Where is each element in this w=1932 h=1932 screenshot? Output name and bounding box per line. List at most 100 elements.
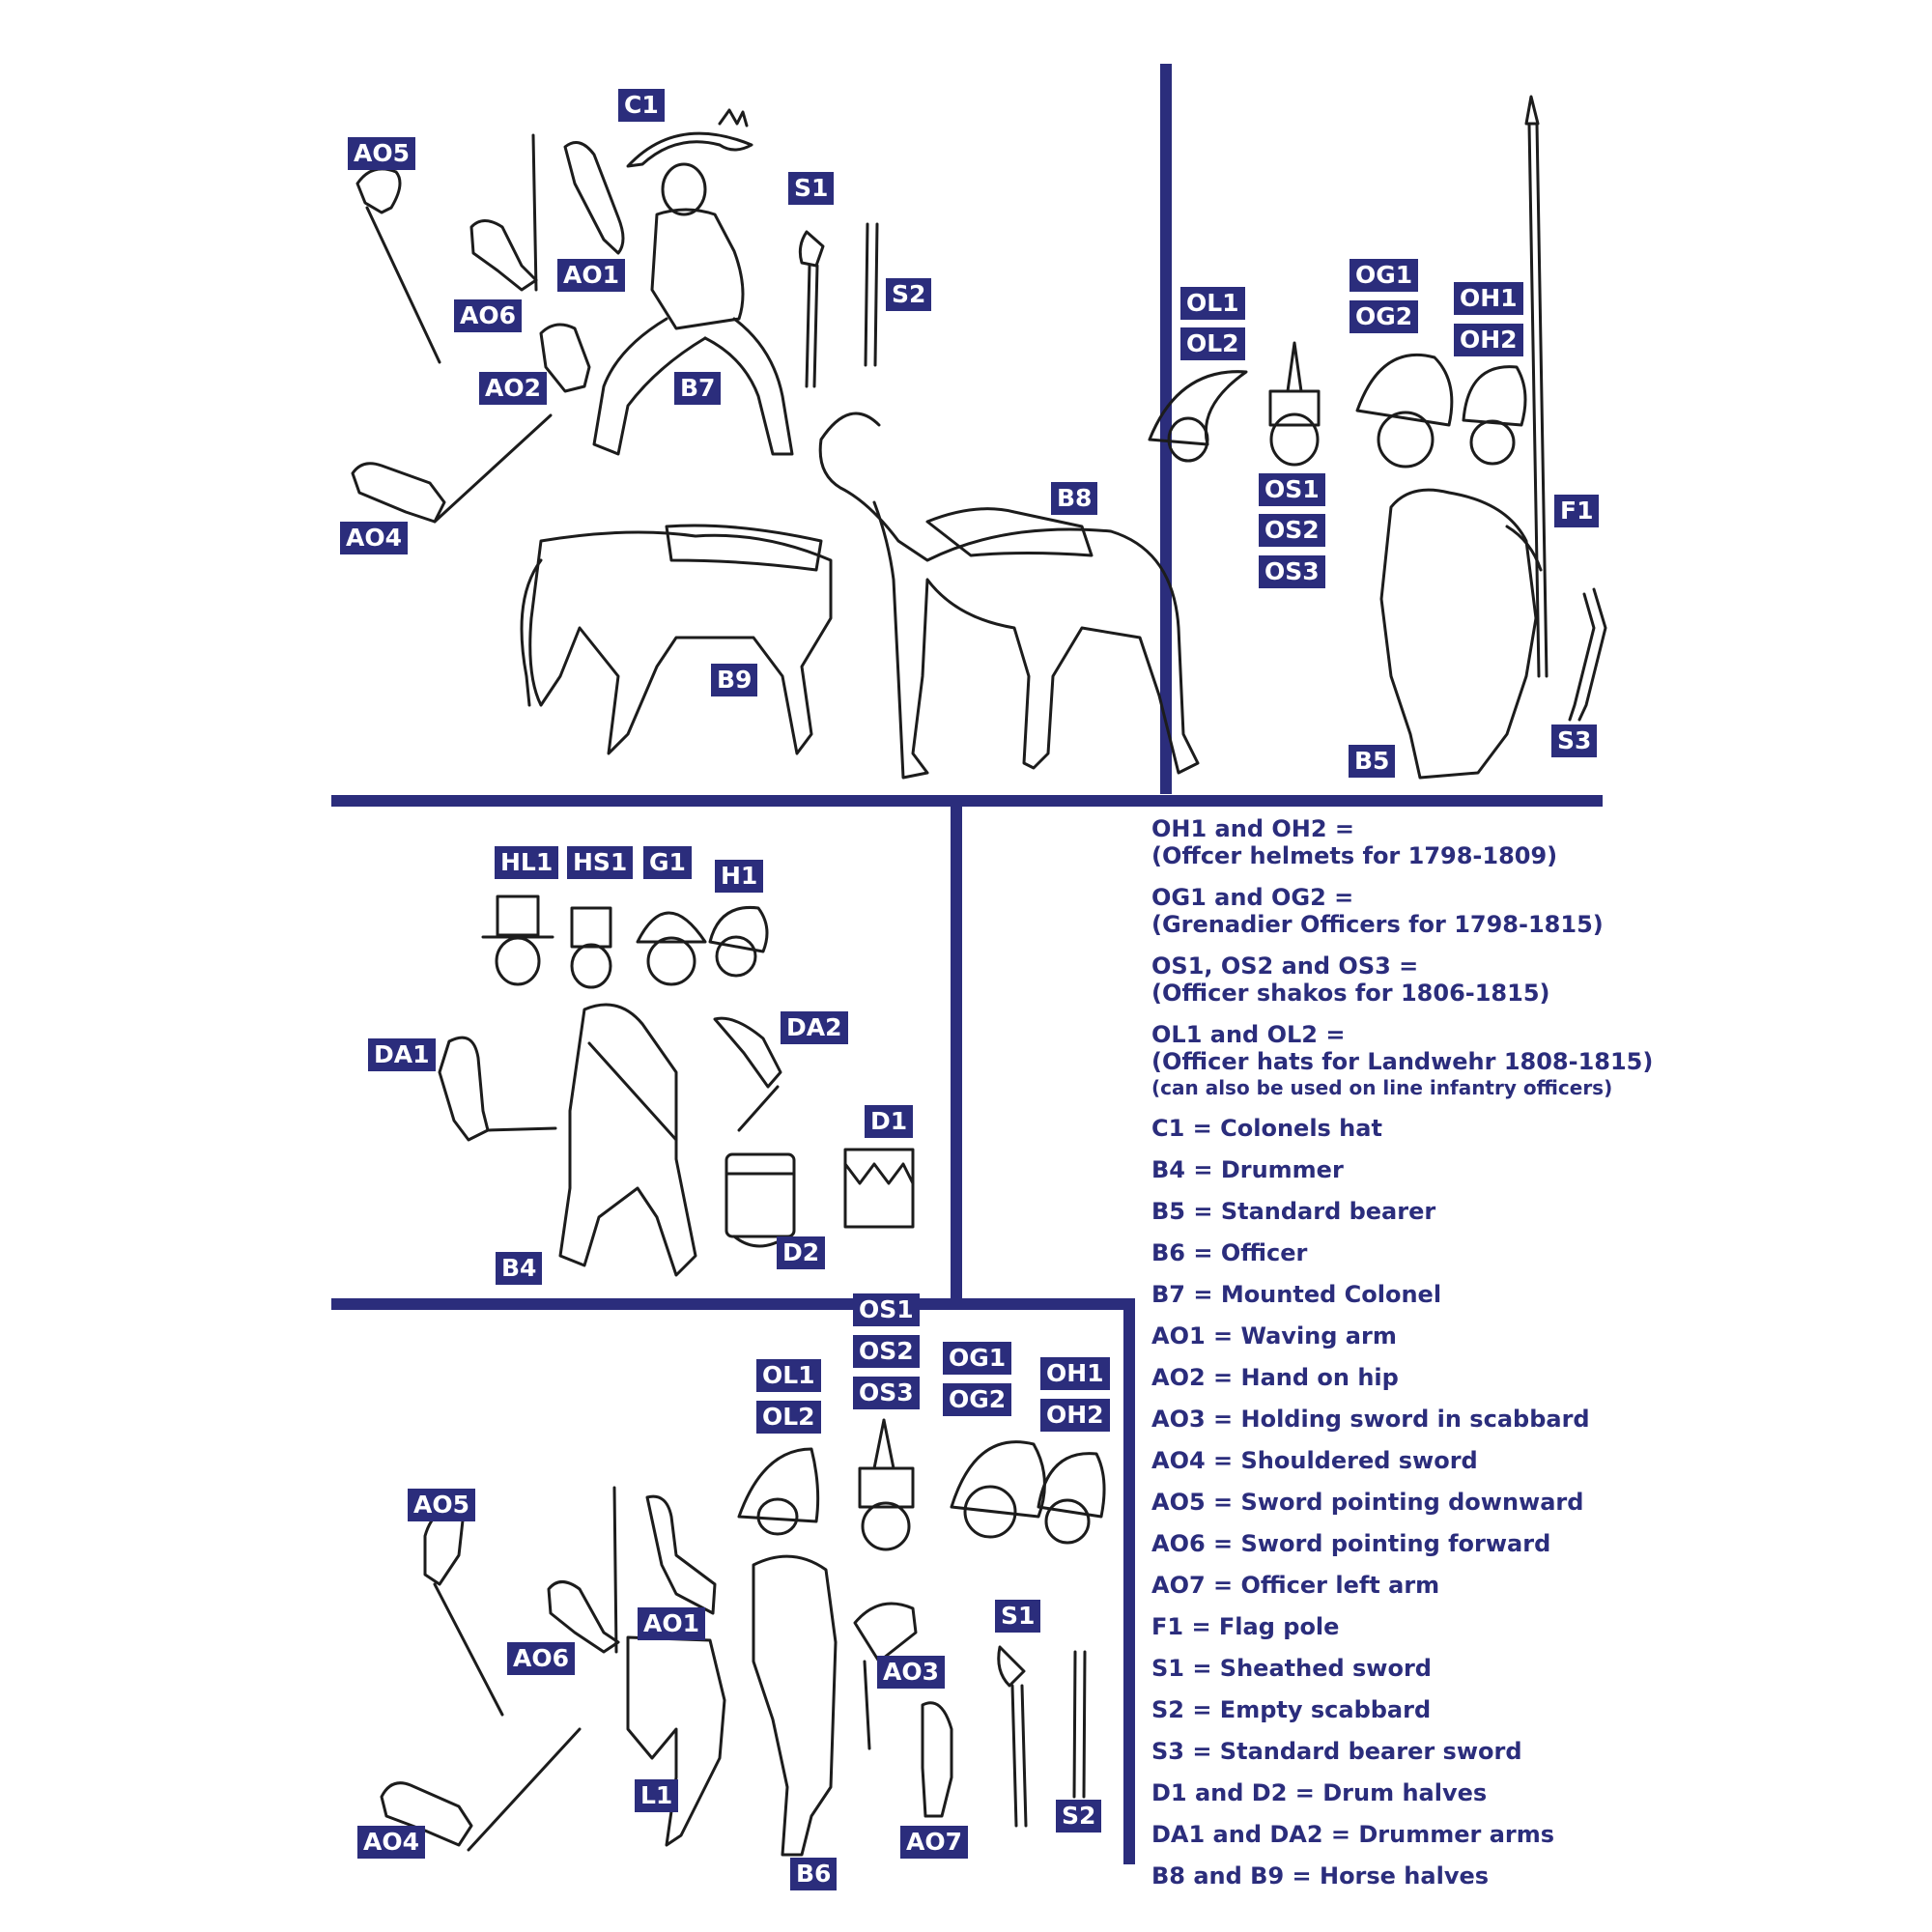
tag-os2-top: OS2 <box>1259 514 1325 547</box>
divider-horizontal-top <box>331 795 1603 807</box>
horse-half-b8-art <box>818 412 1200 780</box>
tag-ao1-top: AO1 <box>557 259 625 292</box>
legend-entry-title: OL1 and OL2 = <box>1151 1021 1346 1048</box>
legend-entry-b8-b9: B8 and B9 = Horse halves <box>1151 1862 1489 1889</box>
tag-ao4-bottom: AO4 <box>357 1826 425 1859</box>
legend-entry-og: OG1 and OG2 = (Grenadier Officers for 17… <box>1151 884 1604 938</box>
divider-vertical-legend <box>1123 1298 1135 1864</box>
landwehr-hat-art-top <box>1148 370 1248 463</box>
tag-b6: B6 <box>790 1858 838 1890</box>
grenadier-cap-art-top <box>1355 353 1454 469</box>
officer-helmet-art-top <box>1462 365 1527 466</box>
tag-os1-top: OS1 <box>1259 473 1325 506</box>
tag-os1-bottom: OS1 <box>853 1293 920 1326</box>
tag-og1-bottom: OG1 <box>943 1342 1012 1375</box>
legend-entry-text: B6 = Officer <box>1151 1239 1308 1266</box>
empty-scabbard-art-bottom <box>1072 1650 1087 1799</box>
drummer-arm-art-da2 <box>713 1016 782 1132</box>
legend-entry-ao6: AO6 = Sword pointing forward <box>1151 1530 1550 1557</box>
helmet-art-bottom <box>1037 1452 1106 1545</box>
grenadier-cap-art-mid <box>636 911 707 986</box>
legend-entry-da: DA1 and DA2 = Drummer arms <box>1151 1821 1554 1848</box>
officer-legs-art <box>626 1635 726 1847</box>
tag-s2-bottom: S2 <box>1056 1800 1102 1833</box>
legend-entry-ao7: AO7 = Officer left arm <box>1151 1572 1439 1599</box>
hand-on-hip-art-top <box>539 323 591 393</box>
divider-horizontal-middle <box>331 1298 1133 1310</box>
legend-entry-b4: B4 = Drummer <box>1151 1156 1344 1183</box>
legend-entry-ao3: AO3 = Holding sword in scabbard <box>1151 1406 1590 1433</box>
legend-entry-detail: (Grenadier Officers for 1798-1815) <box>1151 911 1604 938</box>
sheathed-sword-art-top <box>798 230 825 388</box>
legend-entry-s1: S1 = Sheathed sword <box>1151 1655 1432 1682</box>
tag-d1: D1 <box>865 1105 914 1138</box>
drummer-arm-art-da1 <box>438 1036 557 1142</box>
legend-entry-text: C1 = Colonels hat <box>1151 1115 1382 1142</box>
legend-entry-b5: B5 = Standard bearer <box>1151 1198 1435 1225</box>
tag-da2: DA2 <box>781 1011 848 1044</box>
tag-oh1-bottom: OH1 <box>1040 1357 1110 1390</box>
legend-entry-text: S1 = Sheathed sword <box>1151 1655 1432 1682</box>
tag-og2-top: OG2 <box>1350 300 1419 333</box>
sword-pointing-forward-art-bottom <box>547 1486 620 1654</box>
legend-entry-text: S2 = Empty scabbard <box>1151 1696 1432 1723</box>
tag-d2: D2 <box>777 1236 826 1269</box>
legend-entry-text: B5 = Standard bearer <box>1151 1198 1436 1225</box>
legend-entry-text: DA1 and DA2 = Drummer arms <box>1151 1821 1555 1848</box>
tag-c1-top: C1 <box>618 89 665 122</box>
tag-os3-top: OS3 <box>1259 555 1325 588</box>
drum-half-d1-art <box>843 1148 915 1229</box>
tag-s2-top: S2 <box>886 278 932 311</box>
officer-body-art <box>752 1554 838 1857</box>
divider-vertical-middle <box>951 807 962 1303</box>
shouldered-sword-art-bottom <box>380 1727 582 1852</box>
officer-left-arm-art <box>921 1701 953 1818</box>
legend-entry-text: AO7 = Officer left arm <box>1151 1572 1440 1599</box>
tag-ao6-bottom: AO6 <box>507 1642 575 1675</box>
tag-os3-bottom: OS3 <box>853 1377 920 1409</box>
waving-arm-art-top <box>563 141 625 255</box>
tag-hs1: HS1 <box>567 846 634 879</box>
legend-entry-b7: B7 = Mounted Colonel <box>1151 1281 1441 1308</box>
legend-entry-c1: C1 = Colonels hat <box>1151 1115 1382 1142</box>
legend-entry-text: AO4 = Shouldered sword <box>1151 1447 1478 1474</box>
tag-l1: L1 <box>635 1779 679 1812</box>
legend-entry-text: B7 = Mounted Colonel <box>1151 1281 1442 1308</box>
legend-entry-text: S3 = Standard bearer sword <box>1151 1738 1522 1765</box>
legend-entry-text: D1 and D2 = Drum halves <box>1151 1779 1488 1806</box>
tag-s3: S3 <box>1551 724 1598 757</box>
legend-entry-b6: B6 = Officer <box>1151 1239 1307 1266</box>
drum-half-d2-art <box>724 1152 796 1248</box>
legend-entry-s3: S3 = Standard bearer sword <box>1151 1738 1522 1765</box>
tag-b9: B9 <box>711 664 758 696</box>
grenadier-cap-art-bottom <box>950 1440 1046 1539</box>
standard-bearer-sword-art <box>1568 587 1607 722</box>
sword-pointing-forward-art-top <box>469 133 538 292</box>
helmet-art-mid <box>708 905 769 978</box>
legend-entry-text: AO2 = Hand on hip <box>1151 1364 1399 1391</box>
sword-pointing-down-art-bottom <box>423 1508 504 1717</box>
legend-entry-title: OH1 and OH2 = <box>1151 815 1355 842</box>
tag-ol1-top: OL1 <box>1180 287 1245 320</box>
tag-os2-bottom: OS2 <box>853 1335 920 1368</box>
legend-entry-text: B4 = Drummer <box>1151 1156 1344 1183</box>
tag-b4: B4 <box>496 1252 543 1285</box>
legend-entry-ol: OL1 and OL2 = (Officer hats for Landwehr… <box>1151 1021 1653 1100</box>
legend-entry-text: F1 = Flag pole <box>1151 1613 1340 1640</box>
legend-entry-detail: (Officer shakos for 1806-1815) <box>1151 980 1550 1007</box>
legend-entry-text: AO6 = Sword pointing forward <box>1151 1530 1551 1557</box>
legend-entry-d: D1 and D2 = Drum halves <box>1151 1779 1487 1806</box>
colonel-hat-art <box>626 108 753 168</box>
colonel-body-art <box>592 162 794 456</box>
tag-s1-top: S1 <box>788 172 835 205</box>
sword-pointing-down-art-top <box>355 167 441 364</box>
horse-half-b9-art <box>520 524 833 755</box>
tag-f1: F1 <box>1554 495 1600 527</box>
shako-art-bottom <box>858 1418 915 1551</box>
tag-ao2-top: AO2 <box>479 372 547 405</box>
legend-entry-text: B8 and B9 = Horse halves <box>1151 1862 1490 1889</box>
tag-hl1: HL1 <box>495 846 559 879</box>
tag-ao5-top: AO5 <box>348 137 415 170</box>
legend-entry-detail: (Officer hats for Landwehr 1808-1815) <box>1151 1048 1654 1075</box>
